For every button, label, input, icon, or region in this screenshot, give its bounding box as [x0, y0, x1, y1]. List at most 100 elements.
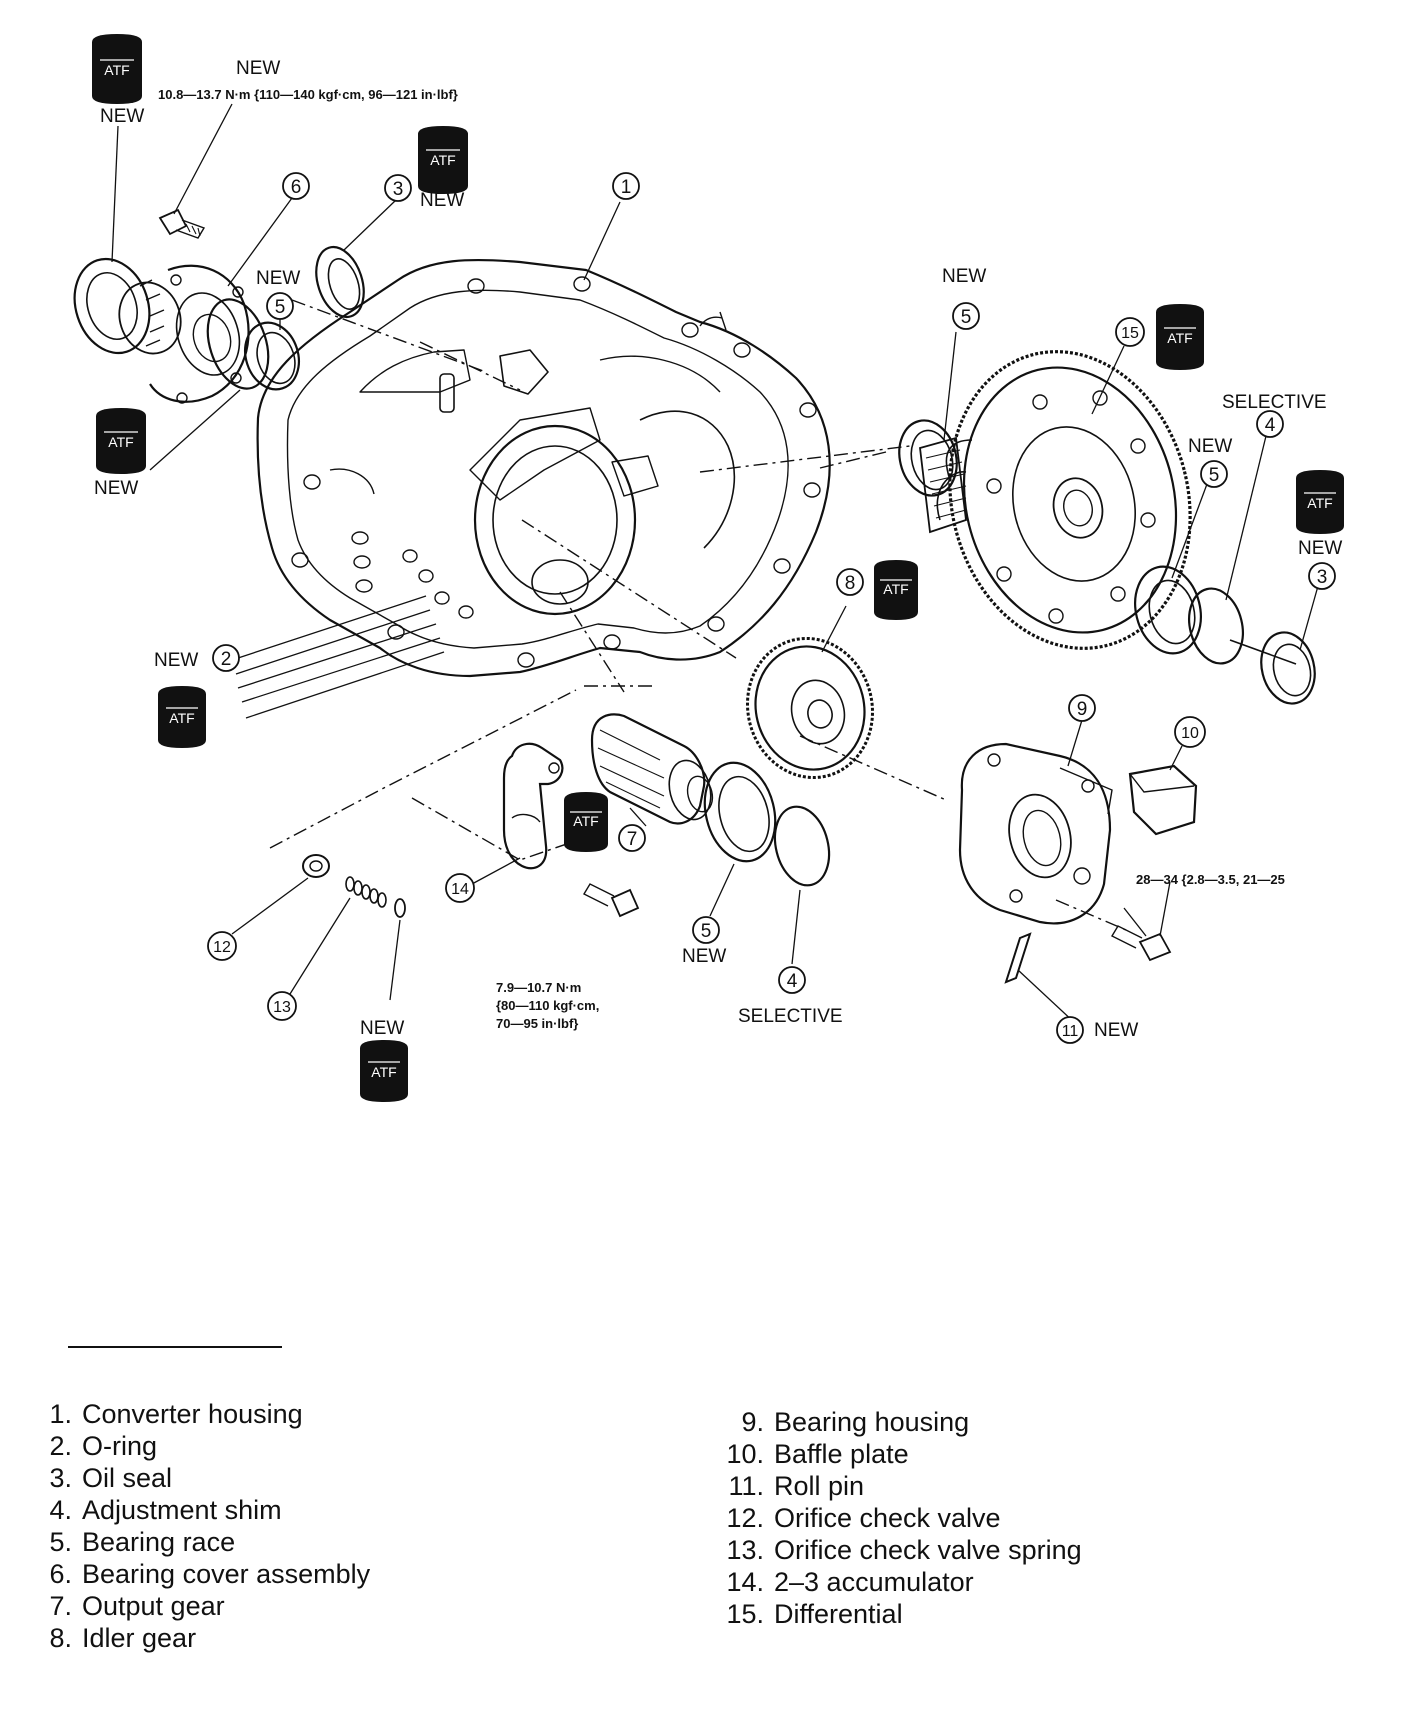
part-number-5: 5 — [692, 916, 720, 944]
legend-item: 8. Idler gear — [20, 1622, 370, 1654]
legend-item-number: 9. — [741, 1407, 764, 1437]
parts-legend-right: 9.Bearing housing 10.Baffle plate 11.Rol… — [700, 1406, 1082, 1630]
roll-pin — [1004, 932, 1032, 984]
bearing-housing — [958, 742, 1113, 925]
part-number-8: 8 — [836, 568, 864, 596]
legend-item: 12.Orifice check valve — [700, 1502, 1082, 1534]
selective-label: SELECTIVE — [1222, 392, 1327, 413]
part-number-label: 4 — [787, 971, 798, 992]
legend-item-number: 8. — [49, 1623, 72, 1653]
atf-icon-label: ATF — [371, 1064, 396, 1080]
selective-label: SELECTIVE — [738, 1006, 843, 1027]
torque-spec-bearing-housing: 28—34 {2.8—3.5, 21—25 — [1136, 872, 1285, 887]
legend-item-number: 6. — [49, 1559, 72, 1589]
legend-item-text: Adjustment shim — [82, 1495, 282, 1525]
legend-item-number: 14. — [726, 1567, 764, 1597]
legend-item-text: Bearing housing — [774, 1407, 970, 1437]
atf-icon: ATF — [564, 792, 608, 852]
legend-item-text: Oil seal — [82, 1463, 173, 1493]
exploded-view-diagram: ATF ATF ATF ATF ATF ATF ATF ATF ATF — [73, 34, 1344, 1102]
atf-icon-label: ATF — [108, 434, 133, 450]
part-number-6: 6 — [282, 172, 310, 200]
atf-icon-label: ATF — [1167, 330, 1192, 346]
legend-item: 13.Orifice check valve spring — [700, 1534, 1082, 1566]
part-number-3: 3 — [1308, 562, 1336, 590]
atf-icon-label: ATF — [573, 813, 598, 829]
part-number-label: 5 — [961, 307, 972, 328]
part-number-label: 4 — [1265, 415, 1276, 436]
legend-item: 10.Baffle plate — [700, 1438, 1082, 1470]
new-label: NEW — [682, 946, 726, 967]
legend-item-text: Baffle plate — [774, 1439, 909, 1469]
legend-item-text: Orifice check valve — [774, 1503, 1001, 1533]
atf-icon: ATF — [1156, 304, 1204, 370]
new-label: NEW — [360, 1018, 404, 1039]
atf-icon-label: ATF — [1307, 495, 1332, 511]
legend-item-text: Roll pin — [774, 1471, 865, 1501]
legend-item-text: Converter housing — [82, 1399, 303, 1429]
part-number-label: 3 — [393, 179, 404, 200]
bearing-race-output — [703, 761, 777, 863]
atf-icon-label: ATF — [430, 152, 455, 168]
legend-item: 4.Adjustment shim — [20, 1494, 370, 1526]
legend-item: 9. Bearing housing — [700, 1406, 1082, 1438]
legend-item-text: Orifice check valve spring — [774, 1535, 1082, 1565]
legend-item: 7.Output gear — [20, 1590, 370, 1622]
atf-icon: ATF — [874, 560, 918, 620]
part-number-label: 5 — [1209, 465, 1220, 486]
parts-legend-left: 1.Converter housing 2.O-ring 3.Oil seal … — [20, 1398, 370, 1654]
part-number-4: 4 — [1256, 410, 1284, 438]
part-number-5: 5 — [266, 292, 294, 320]
part-number-13: 13 — [267, 991, 297, 1021]
part-number-4: 4 — [778, 966, 806, 994]
part-number-label: 5 — [701, 921, 712, 942]
new-label: NEW — [942, 266, 986, 287]
baffle-plate — [1128, 764, 1198, 836]
legend-item: 6.Bearing cover assembly — [20, 1558, 370, 1590]
part-number-7: 7 — [618, 824, 646, 852]
part-number-label: 13 — [273, 999, 291, 1016]
atf-icon: ATF — [96, 408, 146, 474]
torque-spec-bearing-cover: 10.8—13.7 N·m {110—140 kgf·cm, 96—121 in… — [158, 87, 458, 102]
part-number-label: 8 — [845, 573, 856, 594]
atf-icon-label: ATF — [169, 710, 194, 726]
new-label: NEW — [420, 190, 464, 211]
part-number-5: 5 — [1200, 460, 1228, 488]
legend-item-text: Idler gear — [82, 1623, 197, 1653]
new-label: NEW — [1298, 538, 1342, 559]
legend-item-number: 3. — [49, 1463, 72, 1493]
legend-item: 1. Converter housing — [20, 1398, 370, 1430]
orifice-check-valve-spring — [345, 876, 387, 908]
new-label: NEW — [256, 268, 300, 289]
output-gear — [590, 713, 714, 825]
legend-item-number: 1. — [49, 1399, 72, 1429]
part-number-label: 5 — [275, 297, 286, 318]
part-number-label: 3 — [1317, 567, 1328, 588]
atf-icon: ATF — [360, 1040, 408, 1102]
legend-item: 2.O-ring — [20, 1430, 370, 1462]
bearing-race-left — [244, 321, 300, 391]
idler-gear — [746, 636, 874, 780]
adjustment-shim-right — [1188, 587, 1297, 665]
legend-item-text: Bearing race — [82, 1527, 236, 1557]
part-number-label: 14 — [451, 881, 469, 898]
legend-item-text: Differential — [774, 1599, 903, 1629]
part-number-9: 9 — [1068, 694, 1096, 722]
legend-item: 5.Bearing race — [20, 1526, 370, 1558]
callout-labels: NEW 10.8—13.7 N·m {110—140 kgf·cm, 96—12… — [94, 58, 1342, 1041]
new-label: NEW — [100, 106, 144, 127]
legend-item: 14.2–3 accumulator — [700, 1566, 1082, 1598]
bearing-cover-assembly — [73, 257, 250, 404]
part-number-label: 6 — [291, 177, 302, 198]
legend-item: 3. Oil seal — [20, 1462, 370, 1494]
legend-divider — [68, 1346, 282, 1348]
part-number-label: 10 — [1181, 725, 1199, 742]
legend-item: 15.Differential — [700, 1598, 1082, 1630]
new-label: NEW — [236, 58, 280, 79]
part-number-label: 15 — [1121, 325, 1139, 342]
part-number-label: 11 — [1062, 1023, 1079, 1040]
legend-item-number: 2. — [49, 1431, 72, 1461]
part-number-5: 5 — [952, 302, 980, 330]
new-label: NEW — [1094, 1020, 1138, 1041]
torque-spec-accumulator-line-1: 7.9—10.7 N·m — [496, 980, 581, 995]
